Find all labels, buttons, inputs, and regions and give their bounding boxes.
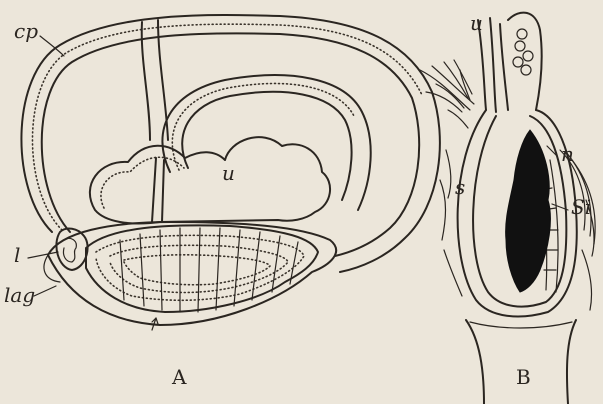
leader-cp <box>40 36 64 56</box>
caption-b: B <box>516 365 531 389</box>
leader-l <box>28 252 58 258</box>
label-si: Si <box>571 195 591 219</box>
label-n: n <box>561 142 574 166</box>
leader-lag <box>34 286 56 296</box>
label-u-b: u <box>470 11 483 35</box>
label-s: s <box>455 175 465 199</box>
label-lag: lag <box>4 283 35 307</box>
caption-a: A <box>171 365 187 389</box>
label-cp: cp <box>14 19 38 43</box>
panel-b-drawing <box>420 13 595 404</box>
label-u-a: u <box>222 161 235 185</box>
label-l: l <box>14 243 20 267</box>
